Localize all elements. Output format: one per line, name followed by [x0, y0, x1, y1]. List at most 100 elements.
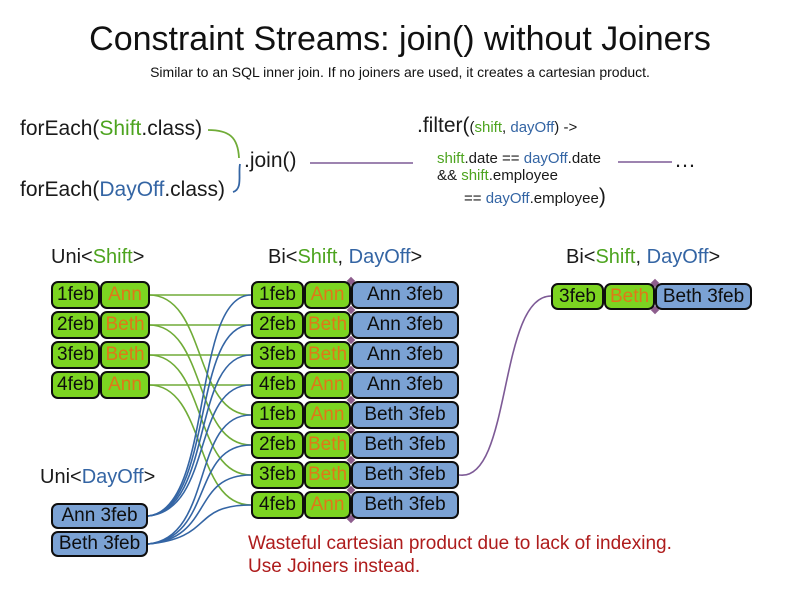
dayoff-join-wire [147, 504, 252, 545]
brace-shift [207, 129, 240, 159]
uni-dayoff-table-cell: Ann 3feb [51, 503, 148, 529]
text-segment: > [143, 466, 156, 488]
uni-shift-table-cell: Beth [100, 341, 150, 369]
slide-subtitle: Similar to an SQL inner join. If no join… [150, 64, 650, 80]
bi-table-cell: Ann 3feb [351, 371, 459, 399]
text-segment: > [132, 246, 145, 268]
text-segment: > [410, 246, 423, 268]
code-foreach-dayoff: forEach(DayOff.class) [20, 178, 225, 202]
text-segment: .class) [141, 117, 203, 140]
result-table-cell: 3feb [551, 283, 604, 310]
dayoff-join-wire [147, 414, 252, 545]
bi-table-cell: 4feb [251, 491, 304, 519]
bi-table-cell: Beth 3feb [351, 491, 459, 519]
text-segment: .date [567, 150, 602, 167]
code-filter-line2: shift.date == dayOff.date [437, 150, 601, 167]
bi-table-cell: 1feb [251, 401, 304, 429]
bi-table-cell: Beth [304, 461, 351, 489]
bi-table-cell: Beth 3feb [351, 431, 459, 459]
code-ellipsis: … [674, 147, 698, 172]
result-wire [458, 295, 552, 476]
text-segment: DayOff [81, 466, 144, 488]
code-foreach-shift: forEach(Shift.class) [20, 117, 202, 141]
shift-join-wire [148, 354, 252, 476]
dayoff-join-wire [147, 384, 252, 517]
code-filter-line3: && shift.employee [437, 167, 558, 184]
text-segment: ( [469, 119, 475, 136]
bi-table-cell: 1feb [251, 281, 304, 309]
text-segment: Bi< [268, 246, 298, 268]
uni-shift-table-cell: Beth [100, 311, 150, 339]
text-segment: DayOff [99, 178, 165, 201]
result-table-cell: Beth 3feb [655, 283, 752, 310]
text-segment: , [337, 246, 349, 268]
text-segment: dayOff [510, 119, 555, 136]
text-segment: Uni< [40, 466, 82, 488]
text-segment: Shift [92, 246, 133, 268]
bi-table-cell: 3feb [251, 341, 304, 369]
text-segment: shift [437, 150, 465, 167]
text-segment: > [708, 246, 721, 268]
text-segment: shift [461, 167, 489, 184]
uni-shift-table-cell: 1feb [51, 281, 100, 309]
text-segment: , [502, 119, 511, 136]
text-segment: , [635, 246, 647, 268]
bi-table-cell: Ann 3feb [351, 281, 459, 309]
text-segment: .employee [529, 190, 599, 207]
text-segment: Shift [297, 246, 338, 268]
dayoff-join-wire [147, 444, 252, 545]
bi-table-cell: Ann [304, 491, 351, 519]
text-segment: == [464, 190, 486, 207]
text-segment: .date == [464, 150, 524, 167]
text-segment: dayOff [485, 190, 530, 207]
text-segment: shift [474, 119, 503, 136]
text-segment: .employee [488, 167, 558, 184]
warning-line2: Use Joiners instead. [248, 556, 421, 577]
bi-table-cell: Beth [304, 431, 351, 459]
bi-table-cell: 3feb [251, 461, 304, 489]
bi-table-cell: Ann 3feb [351, 311, 459, 339]
bi-table-cell: 4feb [251, 371, 304, 399]
uni-shift-table-cell: 4feb [51, 371, 100, 399]
uni-shift-table-cell: 2feb [51, 311, 100, 339]
code-filter-close-paren: ) [598, 185, 606, 208]
text-segment: Shift [99, 117, 142, 140]
result-table-cell: Beth [604, 283, 655, 310]
bi-header: Bi<Shift, DayOff> [268, 246, 422, 269]
bi-table-cell: Beth [304, 311, 351, 339]
code-filter-args: (shift, dayOff) -> [470, 119, 578, 136]
text-segment: Shift [595, 246, 636, 268]
text-segment: DayOff [348, 246, 411, 268]
uni-shift-header: Uni<Shift> [51, 246, 144, 269]
bi-table-cell: Ann [304, 371, 351, 399]
text-segment: forEach( [20, 178, 100, 201]
bi-table-cell: Beth [304, 341, 351, 369]
dayoff-join-wire [147, 324, 252, 517]
bi-table-cell: Ann [304, 281, 351, 309]
code-filter-line4: == dayOff.employee) [464, 185, 606, 209]
text-segment: && [437, 167, 462, 184]
shift-join-wire [148, 294, 252, 416]
text-segment: Uni< [51, 246, 93, 268]
bi-table-cell: Beth 3feb [351, 461, 459, 489]
dayoff-join-wire [147, 294, 252, 517]
bi-table-cell: Beth 3feb [351, 401, 459, 429]
uni-shift-table-cell: Ann [100, 281, 150, 309]
text-segment: ) -> [554, 119, 578, 136]
uni-dayoff-table-cell: Beth 3feb [51, 531, 148, 557]
uni-shift-table-cell: Ann [100, 371, 150, 399]
code-filter-keyword: .filter( [417, 114, 470, 137]
slide-title: Constraint Streams: join() without Joine… [89, 20, 711, 58]
text-segment: DayOff [646, 246, 709, 268]
dayoff-join-wire [147, 474, 252, 545]
text-segment: forEach( [20, 117, 100, 140]
warning-line1: Wasteful cartesian product due to lack o… [248, 533, 672, 554]
bi-table-cell: Ann 3feb [351, 341, 459, 369]
code-filter-line4-text: == dayOff.employee [464, 190, 599, 207]
brace-dayoff [232, 163, 241, 193]
code-filter-line1: .filter((shift, dayOff) -> [417, 114, 577, 138]
bi-table-cell: 2feb [251, 311, 304, 339]
bi-table-cell: 2feb [251, 431, 304, 459]
dayoff-join-wire [147, 354, 252, 517]
